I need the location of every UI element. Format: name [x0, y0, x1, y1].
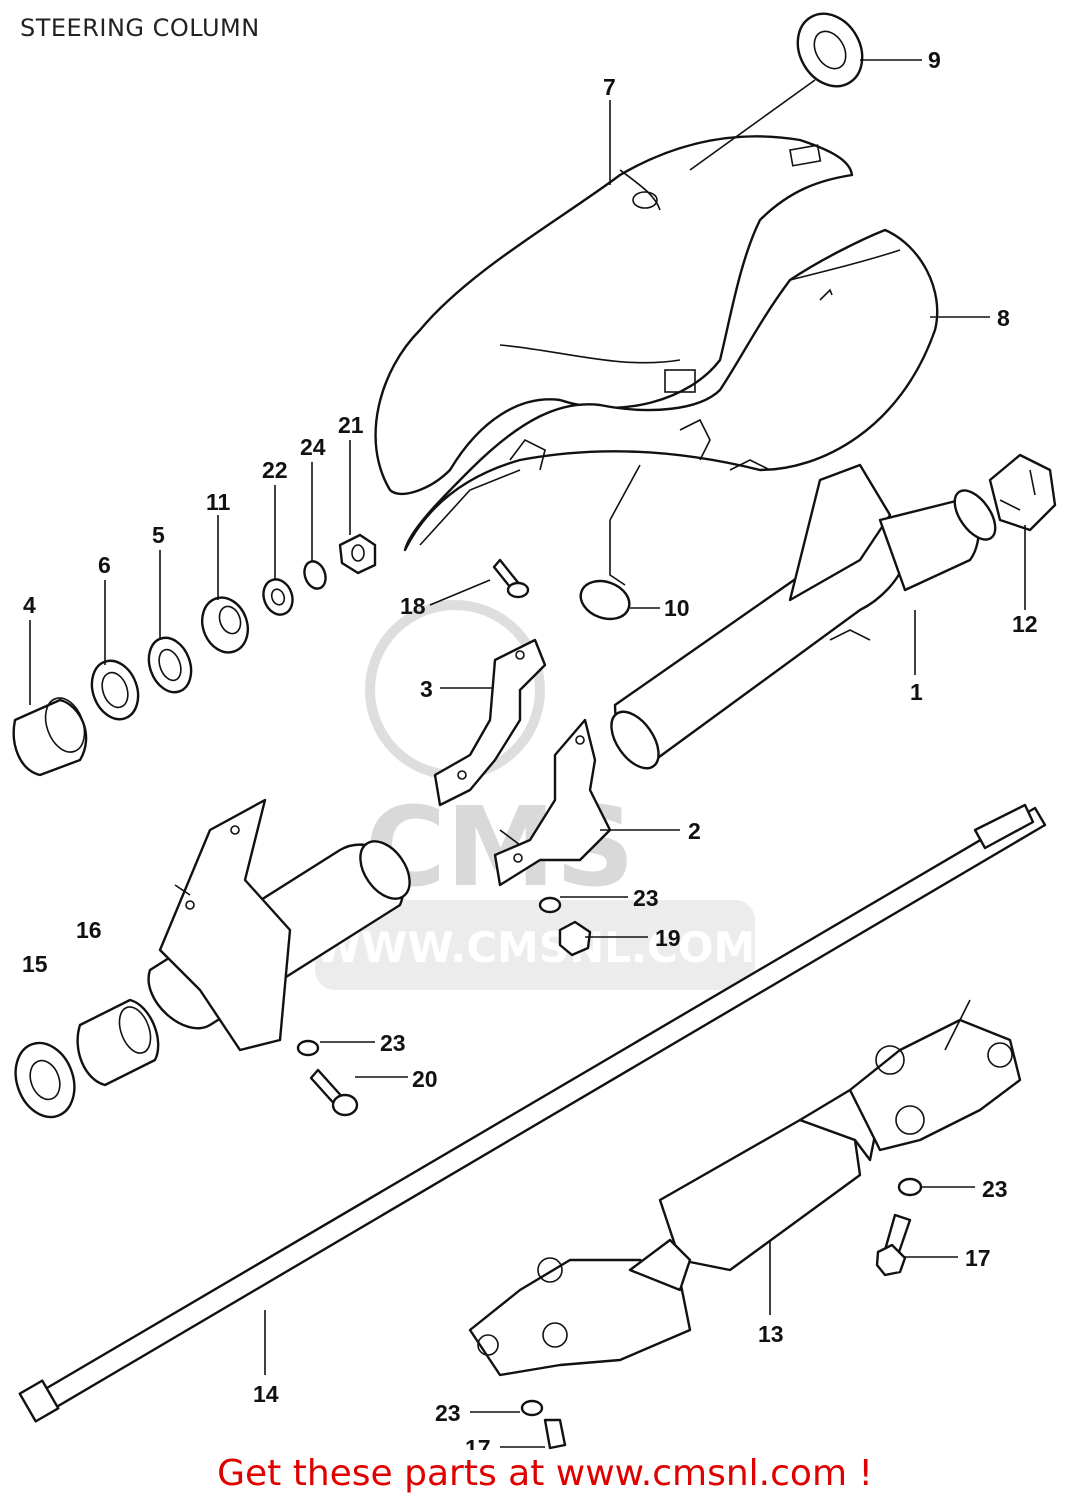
part-9-grommet	[796, 12, 864, 88]
callout-9: 9	[928, 47, 941, 73]
part-21-nut	[338, 533, 377, 575]
part-22-washer	[262, 578, 294, 616]
callout-18: 20	[412, 1066, 438, 1092]
callout-6: 6	[98, 552, 111, 578]
callout-20: 19	[655, 925, 681, 951]
part-12-switch	[988, 453, 1057, 532]
callout-23-a: 23	[633, 885, 659, 911]
callout-15: 15	[22, 951, 48, 977]
callout-23-b: 23	[380, 1030, 406, 1056]
part-11-collar	[201, 596, 249, 654]
callout-8: 8	[997, 305, 1010, 331]
callout-23-c: 23	[982, 1176, 1008, 1202]
watermark-url-text: WWW.CMSNL.COM	[315, 923, 756, 972]
part-23-washer-a	[296, 1039, 320, 1057]
footer-cta: Get these parts at www.cmsnl.com !	[0, 1453, 1090, 1494]
callout-4: 4	[23, 592, 36, 618]
part-17-bolt-a	[875, 1213, 912, 1277]
callout-23-d: 23	[435, 1400, 461, 1426]
part-18-bolt	[309, 1068, 359, 1117]
callout-1: 1	[910, 679, 923, 705]
part-23-washer-c	[897, 1177, 923, 1197]
part-17-bolt-b	[543, 1418, 567, 1450]
callout-21: 21	[338, 412, 364, 438]
part-6-bushing	[90, 659, 140, 721]
callout-22: 22	[262, 457, 288, 483]
part-4-nut	[12, 697, 88, 777]
part-10-plug	[579, 579, 631, 621]
part-7-upper-cover	[374, 135, 854, 496]
callout-3: 3	[420, 676, 433, 702]
lower-column-bracket	[147, 798, 411, 1052]
callout-17-a: 17	[965, 1245, 991, 1271]
footer-prefix: Get these parts at	[217, 1453, 556, 1494]
callout-2: 2	[688, 818, 701, 844]
part-23-washer-d	[520, 1399, 544, 1417]
callout-13: 13	[758, 1321, 784, 1347]
part-13-intermediate-shaft	[468, 1018, 1022, 1377]
callouts: 9 7 8 21 24 22 11 5 6 4 18 10 12 1 3 2 2…	[22, 47, 1038, 1450]
part-19-screw	[492, 558, 530, 599]
callout-5: 5	[152, 522, 165, 548]
steering-column-diagram: CMS WWW.CMSNL.COM	[12, 12, 1057, 1450]
part-16-bushing	[76, 998, 160, 1087]
callout-19: 18	[400, 593, 426, 619]
callout-24: 24	[300, 434, 326, 460]
footer-suffix: !	[847, 1453, 873, 1494]
callout-16: 16	[76, 917, 102, 943]
part-8-lower-cover	[403, 228, 939, 552]
callout-12: 12	[1012, 611, 1038, 637]
page-title: STEERING COLUMN	[20, 14, 260, 42]
part-3-bracket	[433, 638, 547, 807]
footer-link[interactable]: www.cmsnl.com	[555, 1453, 848, 1494]
part-1-column-tube	[610, 463, 997, 770]
callout-10: 10	[664, 595, 690, 621]
callout-17-b: 17	[465, 1435, 491, 1450]
part-24-lock-washer	[303, 560, 327, 590]
part-20-nut	[558, 920, 592, 957]
callout-11: 11	[206, 489, 231, 515]
part-14-shaft	[18, 803, 1047, 1423]
part-15-ring	[14, 1041, 76, 1119]
part-23-washer-b	[538, 896, 562, 914]
leader-lines	[29, 59, 1026, 1448]
part-5-washer	[147, 636, 193, 694]
part-2-bracket	[493, 718, 612, 887]
callout-7: 7	[603, 74, 616, 100]
callout-14: 14	[253, 1381, 279, 1407]
